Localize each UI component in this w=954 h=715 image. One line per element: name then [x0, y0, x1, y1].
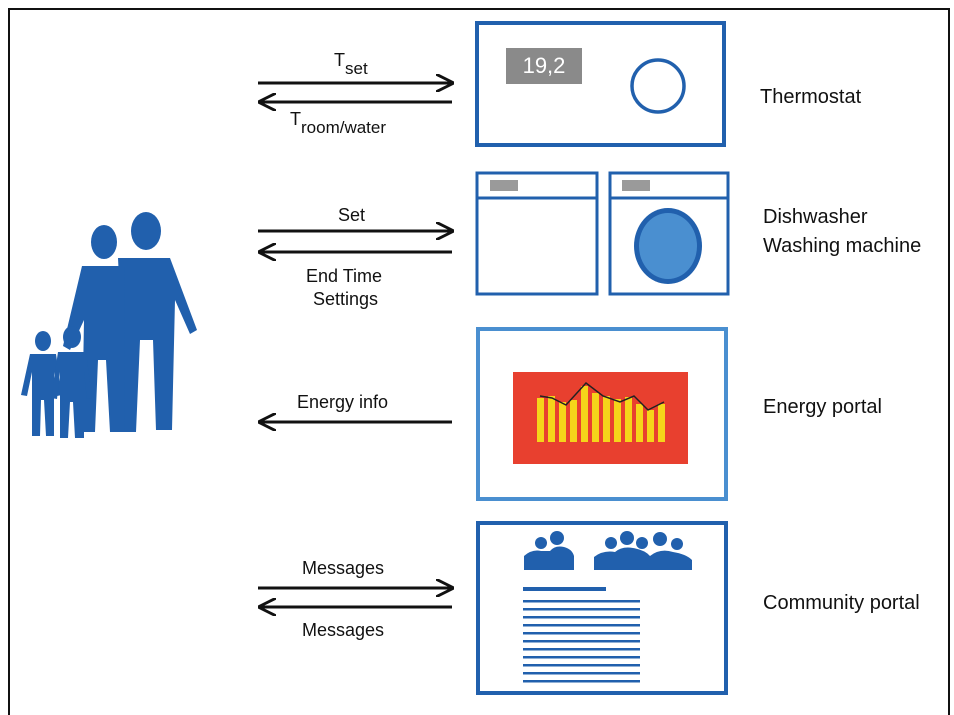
- family-icon: [21, 212, 197, 438]
- arrow-label-troom: Troom/water: [290, 109, 386, 137]
- arrow-label-set: Set: [338, 205, 366, 225]
- energy-portal-icon: [476, 327, 728, 501]
- device-name-community-portal: Community portal: [763, 592, 920, 614]
- arrow-label-energy-info: Energy info: [297, 392, 389, 412]
- diagram-frame: [8, 8, 950, 715]
- device-name-thermostat: Thermostat: [760, 86, 862, 108]
- dishwasher-icon: [475, 171, 599, 296]
- thermostat-display: 19,2: [506, 48, 582, 84]
- arrow-label-messages-from: Messages: [302, 620, 385, 640]
- arrow-label-troom-sub: room/water: [301, 118, 387, 137]
- washing-machine-icon: [608, 171, 730, 296]
- arrow-label-messages-to: Messages: [302, 558, 385, 578]
- arrow-label-troom-main: T: [290, 109, 301, 129]
- device-name-washing-machine: Washing machine: [763, 235, 922, 257]
- arrow-label-tset-sub: set: [345, 59, 368, 78]
- device-name-energy-portal: Energy portal: [763, 396, 882, 418]
- arrow-label-end-time: End Time: [306, 266, 383, 286]
- thermostat-dial-icon: [630, 58, 686, 114]
- arrow-label-tset: Tset: [334, 50, 368, 78]
- arrow-label-settings: Settings: [313, 289, 379, 309]
- device-name-dishwasher: Dishwasher: [763, 206, 868, 228]
- community-portal-icon: [476, 521, 728, 695]
- thermostat-box: [475, 21, 726, 147]
- arrow-label-tset-main: T: [334, 50, 345, 70]
